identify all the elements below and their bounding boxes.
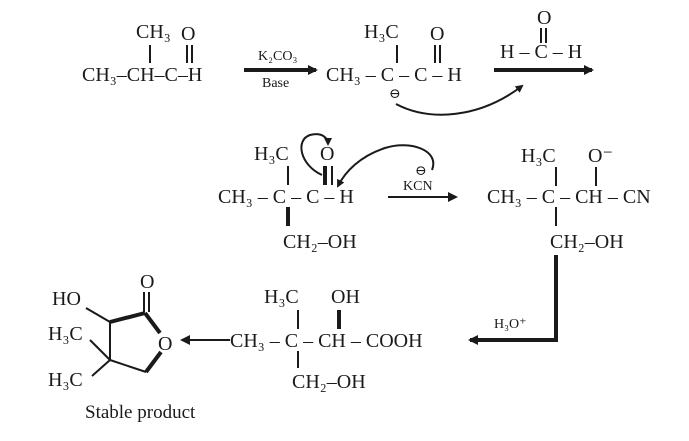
formaldehyde-main: H – C – H xyxy=(500,41,582,63)
acid-branch: CH₂–OH xyxy=(292,371,366,393)
lactone-methyl-1: H₃C xyxy=(48,323,83,345)
reagent-k2co3: K₂CO₃ xyxy=(258,49,297,64)
lactone-carbonyl-oxygen: O xyxy=(140,271,154,293)
cyanohydrin: CH₃ – C – CH – CN H₃C O⁻ CH₂–OH xyxy=(487,145,651,253)
pantolactone: HO O O H₃C H₃C Stable product xyxy=(48,271,196,423)
reaction-arrow-hydrolysis: H₃O⁺ xyxy=(468,255,558,345)
electron-flow-arrow xyxy=(300,133,332,176)
formaldehyde-arrow: H – C – H O xyxy=(494,7,594,75)
cyanide-attack-arrow xyxy=(337,144,435,188)
isobutyraldehyde: CH₃–CH–C–H CH₃ O xyxy=(82,21,202,86)
lactone-hydroxyl: HO xyxy=(52,288,81,310)
acid-methyl: H₃C xyxy=(264,286,299,308)
formaldehyde-oxygen: O xyxy=(537,7,551,29)
bond xyxy=(109,311,146,324)
reagent-kcn: KCN xyxy=(403,179,433,194)
negative-charge-icon: ⊖ xyxy=(415,164,427,179)
aldol-methyl: H₃C xyxy=(254,143,289,165)
reagent-base: Base xyxy=(262,76,289,91)
carbanion-methyl: H₃C xyxy=(364,21,399,43)
electron-flow-arrow xyxy=(395,84,524,116)
aldol-oxygen: O xyxy=(320,143,334,165)
acid-main-chain: CH₃ – C – CH – COOH xyxy=(230,330,423,352)
bond xyxy=(85,307,111,323)
carbanion-oxygen: O xyxy=(430,23,444,45)
cyanohydrin-methyl: H₃C xyxy=(521,145,556,167)
negative-charge-icon: ⊖ xyxy=(389,87,401,102)
reaction-arrow-kcn: KCN ⊖ xyxy=(388,164,458,202)
lactone-methyl-2: H₃C xyxy=(48,369,83,391)
lactone-ring-oxygen: O xyxy=(158,333,172,355)
reagent-h3o: H₃O⁺ xyxy=(494,317,527,332)
carbanion: CH₃ – C – C – H H₃C O ⊖ xyxy=(326,21,524,116)
reactant-methyl: CH₃ xyxy=(136,21,171,43)
reactant-oxygen: O xyxy=(181,23,195,45)
cyanohydrin-branch: CH₂–OH xyxy=(550,231,624,253)
cyanohydrin-main-chain: CH₃ – C – CH – CN xyxy=(487,186,651,208)
product-label: Stable product xyxy=(85,402,196,423)
aldol-main-chain: CH₃ – C – C – H xyxy=(218,186,354,208)
bond xyxy=(89,339,111,361)
arrow xyxy=(468,255,558,345)
aldol-branch: CH₂–OH xyxy=(283,231,357,253)
hydroxy-acid: CH₃ – C – CH – COOH H₃C OH CH₂–OH xyxy=(230,286,423,393)
bond xyxy=(144,350,163,374)
reactant-main-chain: CH₃–CH–C–H xyxy=(82,64,202,86)
carbanion-main-chain: CH₃ – C – C – H xyxy=(326,64,462,86)
bond xyxy=(91,359,111,377)
aldol-product: CH₃ – C – C – H H₃C O CH₂–OH xyxy=(218,133,435,253)
bond xyxy=(109,359,147,373)
bond xyxy=(143,311,162,335)
cyanohydrin-oxygen: O⁻ xyxy=(588,145,613,167)
reaction-arrow-base: K₂CO₃ Base xyxy=(244,49,318,91)
acid-hydroxyl: OH xyxy=(331,286,360,308)
